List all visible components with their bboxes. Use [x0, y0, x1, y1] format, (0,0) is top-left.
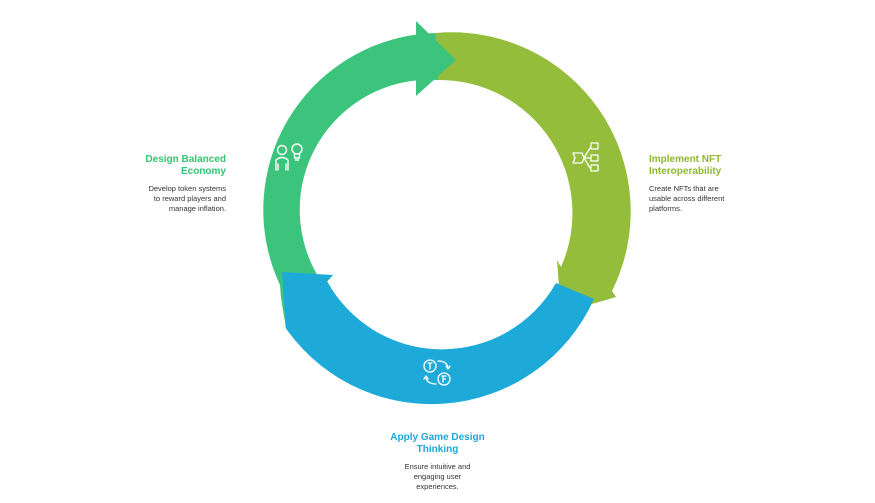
arrowhead-top — [416, 21, 456, 96]
step-title: Design Balanced Economy — [145, 154, 226, 177]
step-game-design: Apply Game Design Thinking Ensure intuit… — [380, 432, 495, 492]
cycle-arrow-game-design — [281, 272, 594, 405]
exchange-arrows-icon — [423, 359, 451, 386]
step-nft-interoperability: Implement NFT Interoperability Create NF… — [649, 154, 759, 214]
step-design-economy: Design Balanced Economy Develop token sy… — [120, 154, 226, 214]
step-description: Ensure intuitive and engaging user exper… — [404, 462, 471, 491]
step-title: Apply Game Design Thinking — [390, 432, 485, 455]
step-title: Implement NFT Interoperability — [649, 154, 722, 177]
step-description: Develop token systems to reward players … — [148, 184, 226, 213]
cycle-arrow-nft-interoperability — [436, 32, 631, 314]
step-description: Create NFTs that are usable across diffe… — [649, 184, 725, 213]
network-nodes-icon — [572, 142, 599, 172]
cycle-arrow-design-economy — [263, 33, 438, 328]
people-idea-icon — [275, 143, 303, 171]
